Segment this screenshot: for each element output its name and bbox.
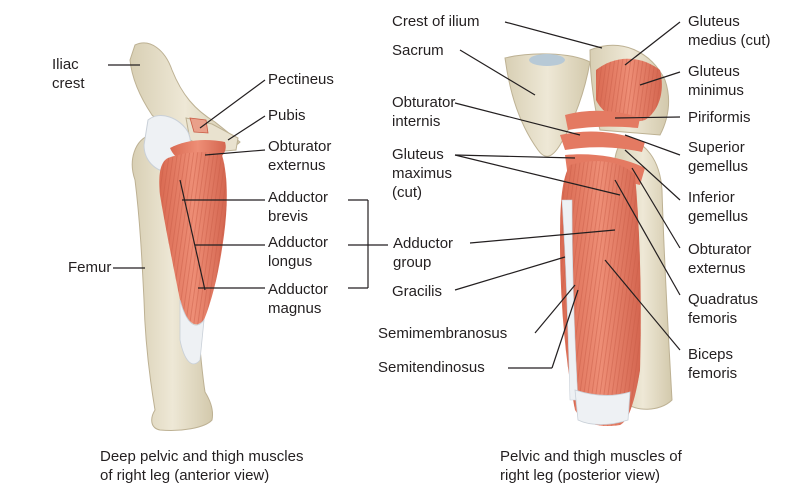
label-iliac-crest: Iliac crest (52, 56, 85, 92)
label-gluteus-medius-cut: Gluteus medius (cut) (688, 13, 771, 49)
label-obturator-externus-anterior: Obturator externus (268, 138, 332, 174)
adductor-tendon (179, 299, 205, 365)
label-gluteus-minimus: Gluteus minimus (688, 63, 744, 99)
hamstring-fibers (560, 161, 641, 427)
anterior-view (129, 42, 241, 431)
label-inferior-gemellus: Inferior gemellus (688, 189, 749, 225)
posterior-view (504, 45, 673, 427)
label-femur: Femur (68, 259, 112, 276)
posterior-leader-lines (454, 21, 681, 369)
knee-tendons (574, 389, 631, 425)
gemellus-obturator-muscles (560, 131, 645, 152)
label-obturator-externus-posterior: Obturator externus (688, 241, 752, 277)
label-sacrum: Sacrum (392, 42, 444, 59)
sacrum-bone (504, 53, 591, 157)
label-semitendinosus: Semitendinosus (378, 359, 485, 376)
caption-anterior: Deep pelvic and thigh muscles of right l… (100, 448, 304, 484)
label-crest-of-ilium: Crest of ilium (392, 13, 480, 30)
label-biceps-femoris: Biceps femoris (688, 346, 738, 382)
label-adductor-longus: Adductor longus (268, 234, 329, 270)
label-semimembranosus: Semimembranosus (378, 325, 508, 342)
gluteus-minimus-fibers (596, 58, 662, 122)
label-adductor-brevis: Adductor brevis (268, 189, 329, 225)
label-pectineus: Pectineus (268, 71, 334, 88)
label-quadratus-femoris: Quadratus femoris (688, 291, 759, 327)
label-piriformis: Piriformis (688, 109, 751, 126)
label-adductor-magnus: Adductor magnus (268, 281, 329, 317)
label-superior-gemellus: Superior gemellus (688, 139, 749, 175)
label-gracilis: Gracilis (392, 283, 443, 300)
label-adductor-group: Adductor group (393, 235, 454, 271)
label-gluteus-maximus-cut: Gluteus maximus (cut) (392, 146, 453, 201)
caption-posterior: Pelvic and thigh muscles of right leg (p… (500, 448, 682, 484)
label-obturator-internis: Obturator internis (392, 94, 456, 130)
anterior-leader-lines (108, 64, 388, 291)
piriformis-muscle (565, 110, 640, 130)
pectineus-muscle (189, 117, 209, 134)
sacrum-disc (529, 54, 565, 66)
label-pubis: Pubis (268, 107, 306, 124)
